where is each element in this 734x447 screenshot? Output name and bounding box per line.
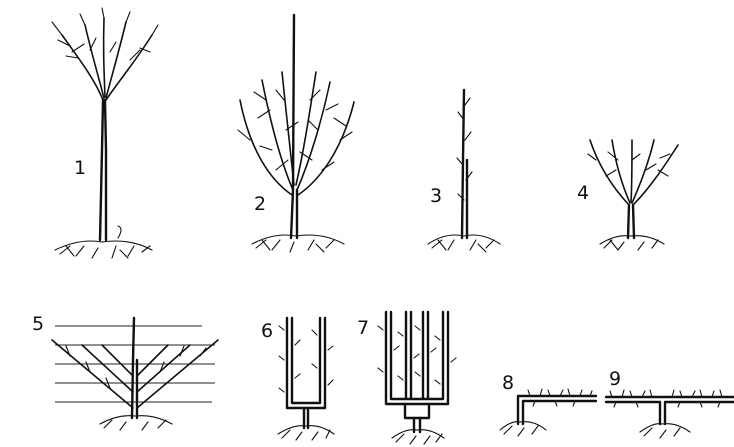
- tree-figure-9: [606, 390, 734, 438]
- tree-figure-2: [238, 15, 354, 252]
- tree-figure-5: [52, 318, 218, 430]
- figure-label-4: 4: [577, 184, 589, 203]
- figure-label-8: 8: [502, 374, 514, 393]
- tree-figure-8: [500, 389, 596, 436]
- tree-figure-7: [378, 312, 456, 444]
- figure-label-7: 7: [357, 319, 369, 338]
- figure-label-6: 6: [261, 322, 273, 341]
- figure-label-2: 2: [254, 195, 266, 214]
- tree-figure-6: [278, 318, 334, 440]
- figure-label-9: 9: [609, 370, 621, 389]
- figure-label-5: 5: [32, 315, 44, 334]
- tree-figure-1: [52, 8, 158, 258]
- figure-label-1: 1: [74, 159, 86, 178]
- tree-figure-3: [428, 90, 500, 252]
- figure-label-3: 3: [430, 187, 442, 206]
- tree-figure-4: [588, 140, 678, 250]
